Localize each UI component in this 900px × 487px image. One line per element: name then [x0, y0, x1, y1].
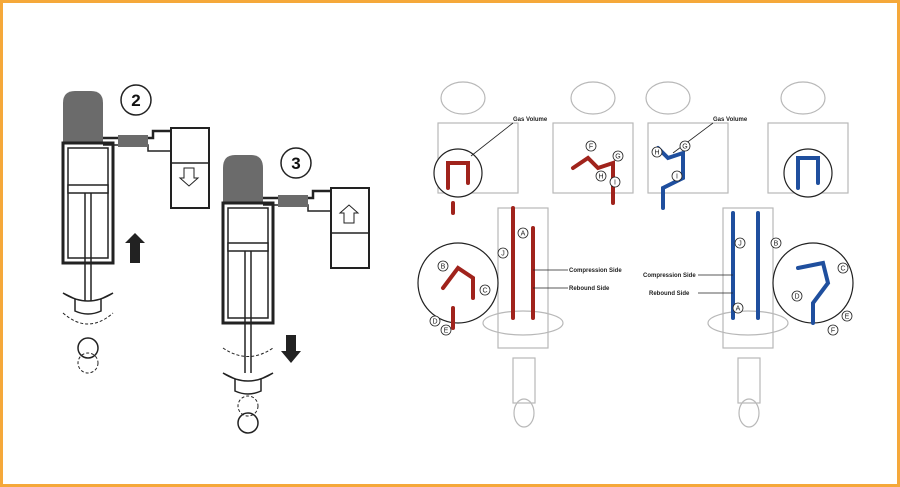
step-number-2: 2 [131, 91, 140, 110]
shock-body [61, 141, 115, 265]
shock-body [221, 201, 275, 325]
inner-cylinder [227, 207, 269, 319]
step-number-3: 3 [291, 154, 300, 173]
callout-f: F [831, 328, 835, 335]
valve-block [118, 135, 148, 147]
callout-h: H [598, 174, 603, 181]
blue-flow-paths [656, 146, 831, 325]
reservoir-canister [330, 187, 370, 269]
spring-cup [222, 372, 274, 395]
detail-circle-bottom-left [417, 242, 499, 324]
callout-e: E [444, 328, 449, 335]
callout-f: F [589, 144, 593, 151]
step-badge-3 [280, 147, 312, 179]
spring-cup [62, 292, 114, 315]
callout-d: D [794, 294, 799, 301]
callout-d: D [432, 319, 437, 326]
label-compression-side: Compression Side [569, 268, 622, 274]
callout-a: A [521, 231, 526, 238]
callout-c: C [482, 288, 487, 295]
step-badge-2 [120, 84, 152, 116]
down-arrow-icon [281, 335, 301, 363]
callout-c: C [840, 266, 845, 273]
callout-a: A [736, 306, 741, 313]
ghost-outlines [437, 81, 849, 428]
label-rebound-side: Rebound Side [569, 286, 610, 292]
up-arrow-icon [338, 204, 360, 224]
label-gas-volume: Gas Volume [513, 117, 548, 123]
callout-j: J [738, 241, 742, 248]
eyelet [77, 337, 99, 359]
eyelet [237, 412, 259, 434]
shock-step-2: 2 [61, 84, 210, 374]
flow-cutaway-diagram: Gas Volume Gas Volume Compression Side R… [417, 81, 854, 428]
reservoir-head [223, 155, 263, 203]
callout-h: H [654, 150, 659, 157]
detail-circle-top-left [433, 148, 483, 198]
label-compression-side: Compression Side [643, 273, 696, 279]
label-gas-volume: Gas Volume [713, 117, 748, 123]
callout-b: B [774, 241, 779, 248]
shock-step-3: 3 [221, 147, 370, 434]
piston [67, 184, 109, 194]
label-rebound-side: Rebound Side [649, 291, 690, 297]
callout-g: G [615, 154, 620, 161]
red-flow-paths [441, 155, 615, 330]
up-arrow-icon [125, 233, 145, 263]
callout-g: G [682, 144, 687, 151]
callout-b: B [441, 264, 446, 271]
reservoir-head [63, 91, 103, 143]
inner-cylinder [67, 147, 109, 259]
piston [227, 242, 269, 252]
callout-i: I [614, 180, 616, 187]
shock-schematic: 2 3 [61, 84, 370, 434]
callout-i: I [676, 174, 678, 181]
callout-e: E [845, 314, 850, 321]
callout-j: J [501, 251, 505, 258]
down-arrow-icon [178, 167, 200, 187]
valve-block [278, 195, 308, 207]
